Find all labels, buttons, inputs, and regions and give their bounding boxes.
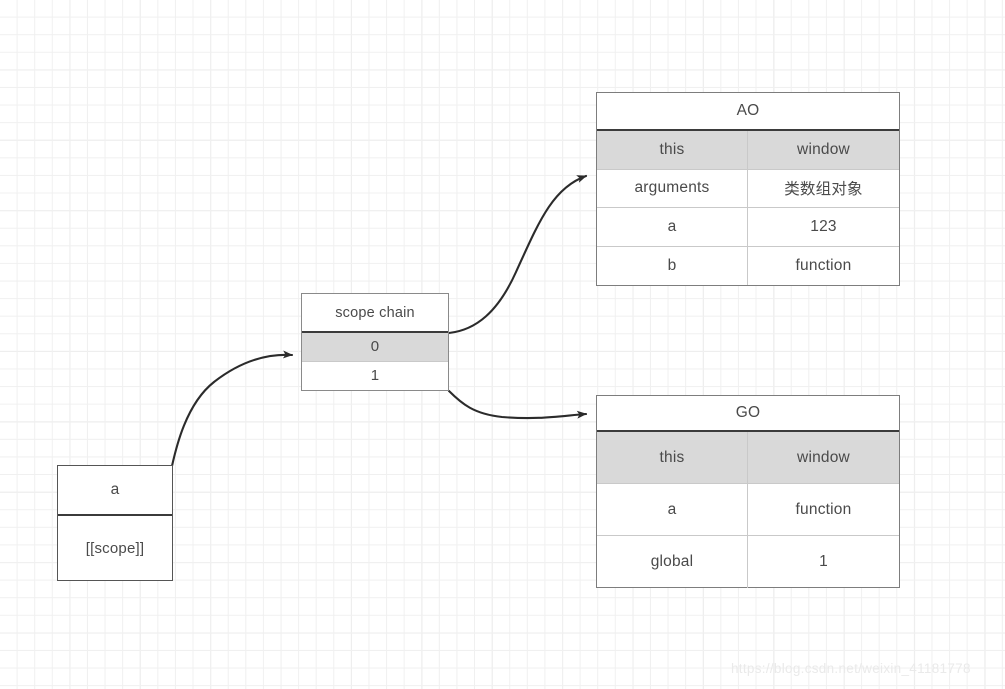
go-row-a: a function [597, 484, 899, 536]
function-a-scope-label: [[scope]] [85, 539, 145, 557]
node-scope-chain[interactable]: scope chain 0 1 [301, 293, 449, 391]
scope-chain-index-1: 1 [370, 367, 380, 385]
ao-row-arguments: arguments 类数组对象 [597, 169, 899, 208]
watermark: https://blog.csdn.net/weixin_41181778 [731, 661, 971, 676]
function-a-scope-row: [[scope]] [58, 516, 172, 580]
node-ao[interactable]: AO this window arguments 类数组对象 a 123 b f… [596, 92, 900, 286]
go-key-this: this [597, 432, 748, 483]
go-value-a: function [795, 500, 852, 518]
ao-row-b: b function [597, 246, 899, 285]
scope-chain-title: scope chain [302, 294, 448, 333]
ao-value-arguments: 类数组对象 [784, 181, 863, 199]
ao-value-this: window [797, 140, 850, 158]
node-go[interactable]: GO this window a function global 1 [596, 395, 900, 588]
ao-key-this: this [597, 131, 748, 169]
go-row-global: global 1 [597, 536, 899, 588]
ao-key-a: a [597, 208, 748, 246]
go-value-this: window [797, 448, 850, 466]
scope-chain-row-0: 0 [302, 333, 448, 362]
function-a-title: a [58, 466, 172, 516]
go-key-a: a [597, 484, 748, 535]
ao-row-this: this window [597, 131, 899, 170]
go-title: GO [597, 396, 899, 432]
go-row-this: this window [597, 432, 899, 484]
ao-row-a: a 123 [597, 208, 899, 247]
scope-chain-row-1: 1 [302, 362, 448, 391]
node-function-a[interactable]: a [[scope]] [57, 465, 173, 581]
scope-chain-index-0: 0 [370, 338, 380, 356]
ao-key-arguments: arguments [597, 169, 748, 207]
edge-scope-chain-to-go [447, 389, 588, 420]
edge-scope-chain-to-ao [447, 174, 588, 335]
edge-func-to-scope-chain [170, 350, 294, 468]
go-key-global: global [597, 536, 748, 588]
ao-title: AO [597, 93, 899, 131]
ao-key-b: b [597, 246, 748, 285]
ao-value-b: function [795, 256, 852, 274]
ao-value-a: 123 [810, 217, 837, 235]
go-value-global: 1 [819, 553, 828, 570]
